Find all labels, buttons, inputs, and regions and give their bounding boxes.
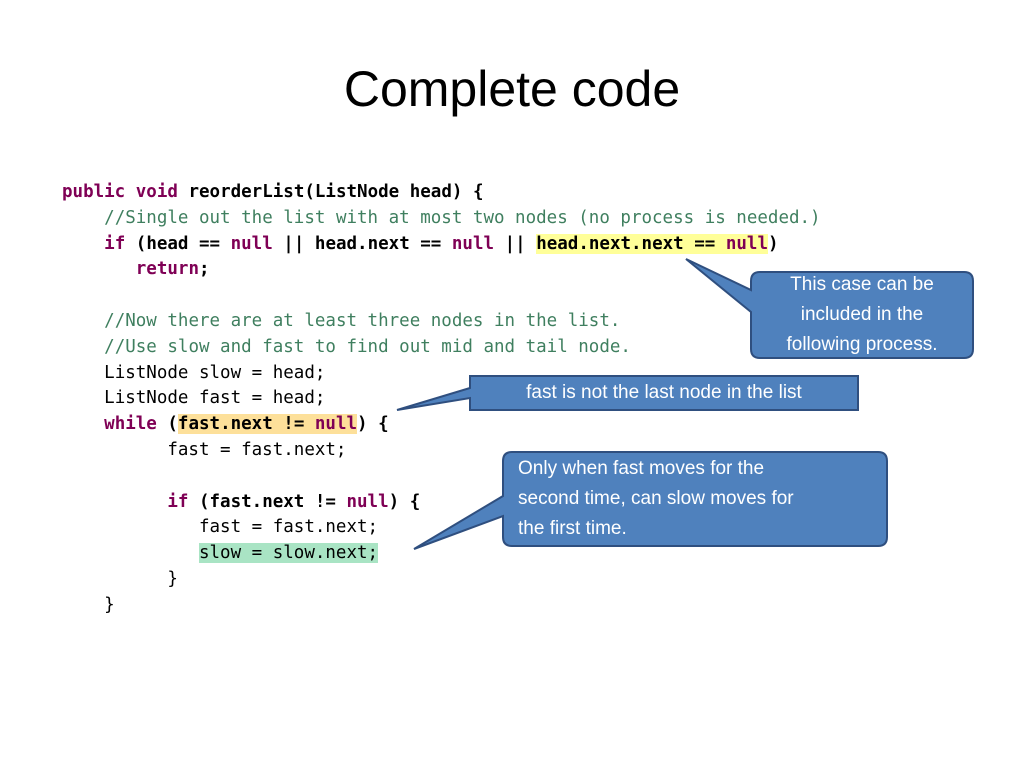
code-text: } [167, 568, 178, 589]
keyword: null [346, 491, 389, 512]
code-text: || head.next == [272, 233, 452, 254]
keyword: if [167, 491, 189, 512]
keyword: null [725, 233, 769, 254]
code-comment: //Now there are at least three nodes in … [104, 310, 621, 331]
code-line: ListNode slow = head; [62, 361, 821, 387]
callout-case-included: This case can be included in the followi… [751, 270, 973, 360]
code-text: (fast.next != [188, 491, 347, 512]
keyword: while [104, 414, 157, 435]
code-line: while (fast.next != null) { [62, 412, 821, 438]
keyword: return [135, 259, 199, 280]
code-line: //Now there are at least three nodes in … [62, 309, 821, 335]
keyword: null [230, 233, 273, 254]
code-text: fast = fast.next; [198, 517, 379, 538]
code-line: } [62, 593, 821, 619]
code-text: (head == [135, 233, 231, 254]
code-text: || [494, 233, 537, 254]
slide-title: Complete code [343, 61, 681, 117]
callout-text-line: Only when fast moves for the [518, 458, 765, 479]
code-text: ) { [357, 414, 389, 435]
code-line: public void reorderList(ListNode head) { [62, 180, 821, 206]
code-text: reorderList(ListNode head) { [188, 182, 484, 202]
code-line: ListNode fast = head; [62, 386, 821, 412]
code-text: ( [156, 414, 178, 435]
code-text: ListNode slow = head; [104, 362, 326, 383]
code-line: return; [62, 257, 821, 283]
keyword: void [135, 182, 178, 202]
code-text: ) { [388, 491, 421, 512]
code-comment: //Use slow and fast to find out mid and … [104, 336, 631, 357]
callout-text-line: This case can be [790, 274, 934, 295]
code-line-blank [62, 283, 821, 309]
code-block: public void reorderList(ListNode head) {… [62, 180, 821, 619]
keyword: null [314, 414, 358, 435]
callout-text-line: second time, can slow moves for [518, 488, 794, 509]
highlighted-condition: fast.next != null [177, 414, 358, 435]
keyword: if [104, 233, 126, 254]
code-line: //Use slow and fast to find out mid and … [62, 335, 821, 361]
callout-text-line: fast is not the last node in the list [526, 382, 802, 403]
code-line: fast = fast.next; [62, 438, 821, 464]
code-text: ) [768, 233, 779, 254]
code-line: slow = slow.next; [62, 541, 821, 567]
code-line: if (head == null || head.next == null ||… [62, 232, 821, 258]
callout-text-line: the first time. [518, 518, 627, 539]
keyword: public [62, 182, 126, 202]
highlighted-statement: slow = slow.next; [198, 543, 379, 564]
code-comment: //Single out the list with at most two n… [104, 207, 821, 228]
code-text: } [104, 594, 115, 615]
callout-fast-not-last: fast is not the last node in the list [470, 378, 858, 408]
code-text: fast = fast.next; [167, 439, 347, 460]
code-text: fast.next != [177, 414, 315, 435]
code-text: ListNode fast = head; [104, 388, 326, 409]
callout-text-line: included in the [800, 304, 924, 325]
code-line: //Single out the list with at most two n… [62, 206, 821, 232]
code-line: } [62, 567, 821, 593]
highlighted-condition: head.next.next == null [536, 233, 769, 254]
keyword: null [451, 233, 495, 254]
code-text: head.next.next == [536, 233, 726, 254]
code-line: fast = fast.next; [62, 515, 821, 541]
callout-text-line: following process. [786, 334, 938, 355]
callout-slow-moves: Only when fast moves for the second time… [518, 454, 882, 544]
code-text: ; [198, 259, 210, 280]
